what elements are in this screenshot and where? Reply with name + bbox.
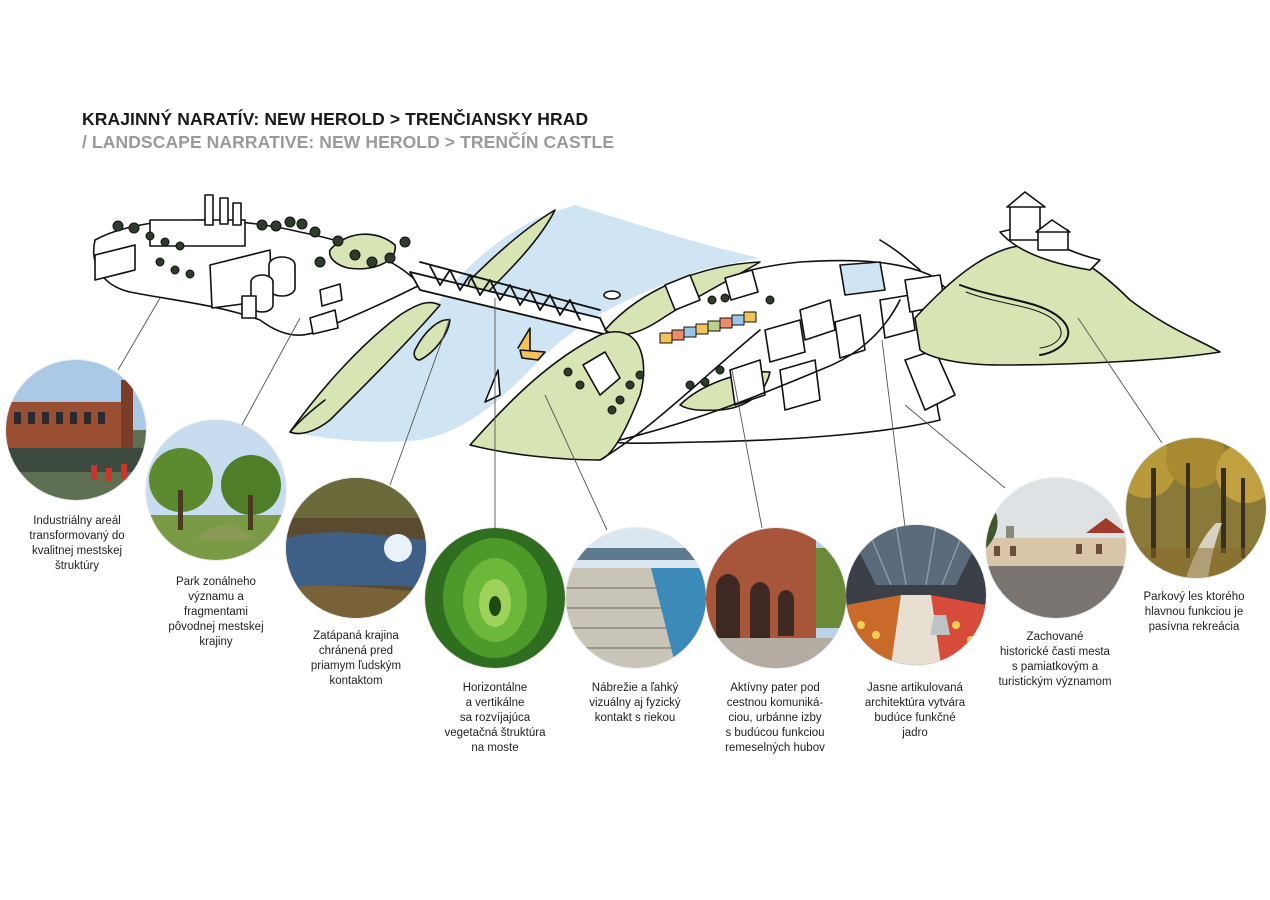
left-shore-line <box>289 399 326 433</box>
market-strip <box>659 311 757 344</box>
river <box>290 205 760 442</box>
small-boat <box>603 290 621 300</box>
castle-hill <box>914 244 1221 366</box>
zonal-park-trees-photo <box>146 420 286 560</box>
castle-path-inner <box>965 291 1062 349</box>
sailboat <box>517 327 546 361</box>
caption-park: Park zonálneho významu a fragmentami pôv… <box>168 576 264 648</box>
flooded-wetland-photo <box>286 478 426 618</box>
photo-circle-green-tunnel <box>425 528 565 668</box>
autumn-park-forest-photo <box>1126 438 1266 578</box>
photo-circle-arcade <box>706 528 846 668</box>
callout-lines <box>117 297 1163 531</box>
caption-riverfront: Nábrežie a ľahký vizuálny aj fyzický kon… <box>589 682 681 724</box>
industrial-brick-building-photo <box>6 360 146 500</box>
title-block: KRAJINNÝ NARATÍV: NEW HEROLD > TRENČIANS… <box>82 108 614 154</box>
title-slovak: KRAJINNÝ NARATÍV: NEW HEROLD > TRENČIANS… <box>82 109 589 129</box>
caption-market-hall: Jasne artikulovaná architektúra vytvára … <box>864 682 966 739</box>
caption-green-tunnel: Horizontálne a vertikálne sa rozvíjajúca… <box>444 682 546 754</box>
caption-arcade: Aktívny pater pod cestnou komuniká- ciou… <box>725 682 825 754</box>
factory-block <box>94 194 343 335</box>
caption-industrial: Industriálny areál transformovaný do kva… <box>29 515 125 572</box>
historic-town-square-photo <box>986 478 1126 618</box>
photo-circle-forest <box>1126 438 1266 578</box>
market-hall-interior-photo <box>846 525 986 665</box>
trees <box>112 216 775 415</box>
green-strip-left <box>289 301 441 435</box>
brick-arcade-street-photo <box>706 528 846 668</box>
castle <box>999 191 1101 271</box>
photo-circle-industrial <box>6 360 146 500</box>
photo-circle-park <box>146 420 286 560</box>
caption-forest: Parkový les ktorého hlavnou funkciou je … <box>1143 591 1245 633</box>
photo-circle-market-hall <box>846 525 986 665</box>
riverfront-steps-photo <box>566 528 706 668</box>
title-english: / LANDSCAPE NARRATIVE: NEW HEROLD > TREN… <box>82 132 615 152</box>
road <box>619 299 901 441</box>
photo-circle-wetland <box>286 478 426 618</box>
caption-wetland: Zatápaná krajina chránená pred priamym ľ… <box>310 630 402 687</box>
right-buildings <box>582 261 956 411</box>
sailboat-2 <box>484 369 501 403</box>
photo-circle-riverfront <box>566 528 706 668</box>
green-vegetation-tunnel-photo <box>425 528 565 668</box>
road-2 <box>599 329 761 461</box>
castle-path <box>959 284 1070 356</box>
photo-circle-historic <box>986 478 1126 618</box>
road-arc <box>879 239 921 271</box>
green-island-2 <box>413 319 451 361</box>
park-hill <box>328 233 396 270</box>
caption-historic: Zachované historické časti mesta s pamia… <box>998 631 1112 688</box>
